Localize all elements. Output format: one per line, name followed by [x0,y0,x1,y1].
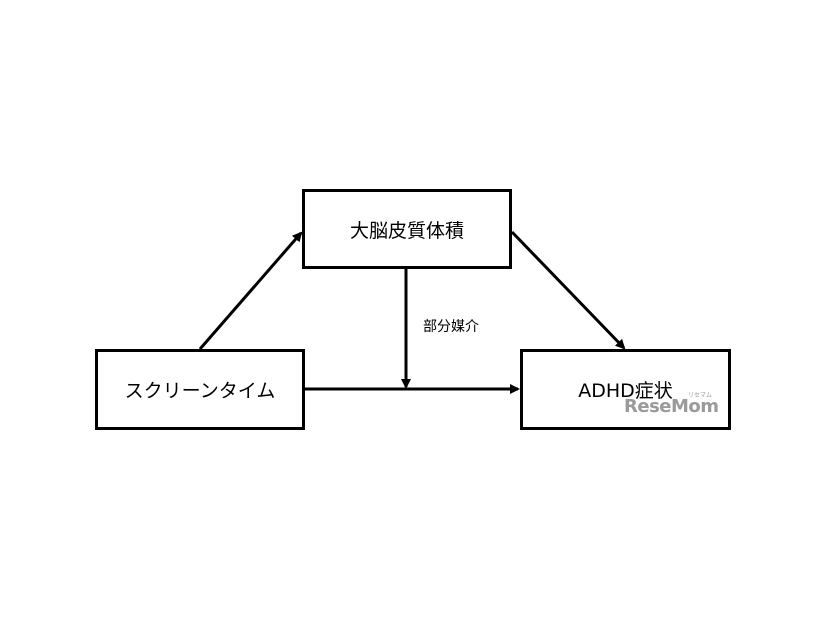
node-mediator: 大脳皮質体積 [302,189,512,269]
node-exposure-label: スクリーンタイム [124,380,276,402]
node-outcome: ADHD症状 [520,349,731,430]
partial-mediation-label: 部分媒介 [423,319,479,335]
node-outcome-label: ADHD症状 [578,380,673,402]
node-exposure: スクリーンタイム [95,349,305,430]
node-mediator-label: 大脳皮質体積 [349,219,464,242]
watermark-logo: ReseMom [624,396,719,417]
arrow-mediator-to-outcome [510,230,626,350]
arrow-exposure-to-mediator [198,231,303,350]
watermark-kana: リセマム [688,392,713,399]
